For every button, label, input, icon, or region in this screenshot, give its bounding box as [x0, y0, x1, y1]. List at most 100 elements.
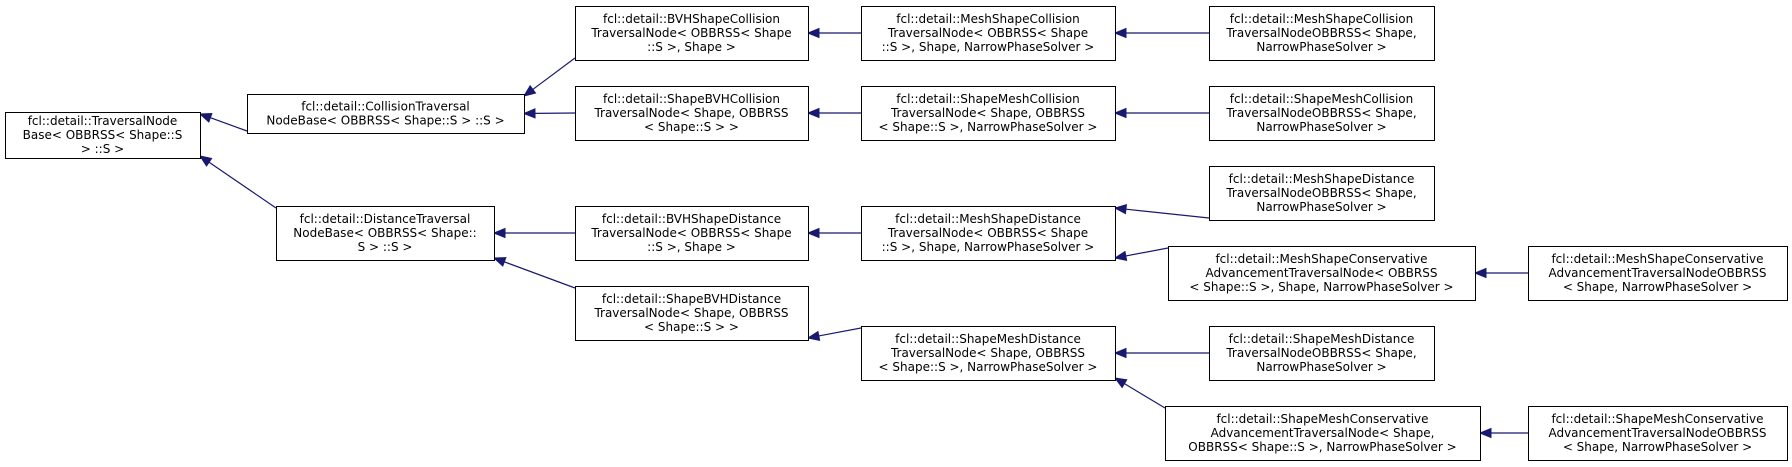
node-label-line: fcl::detail::TraversalNode [28, 114, 178, 128]
node-bvh-shape-distance-traversal-node[interactable]: fcl::detail::BVHShapeDistanceTraversalNo… [575, 206, 809, 261]
node-label-line: < Shape::S > > [644, 120, 739, 134]
node-box [575, 86, 809, 141]
node-shape-bvh-collision-traversal-node[interactable]: fcl::detail::ShapeBVHCollisionTraversalN… [575, 86, 809, 141]
node-label-line: NarrowPhaseSolver > [1256, 120, 1386, 134]
node-box [1168, 246, 1476, 301]
node-label-line: fcl::detail::ShapeMeshCollision [1230, 92, 1413, 106]
inheritance-edge [492, 257, 576, 289]
arrowhead-icon [1113, 27, 1127, 39]
inheritance-edge [198, 155, 277, 209]
node-box [1209, 86, 1435, 141]
node-box [861, 206, 1116, 261]
node-bvh-shape-collision-traversal-node[interactable]: fcl::detail::BVHShapeCollisionTraversalN… [575, 6, 809, 61]
node-box [1165, 406, 1481, 461]
node-collision-traversal-node-base[interactable]: fcl::detail::CollisionTraversalNodeBase<… [247, 94, 525, 134]
node-label-line: TraversalNode< Shape, OBBRSS [890, 106, 1085, 120]
arrowhead-icon [1478, 427, 1492, 439]
node-label-line: TraversalNode< OBBRSS< Shape [887, 226, 1088, 240]
node-box [861, 6, 1116, 61]
arrowhead-icon [492, 257, 507, 267]
arrowhead-icon [1113, 347, 1127, 359]
node-label-line: fcl::detail::ShapeMeshConservative [1216, 412, 1428, 426]
node-label-line: ::S >, Shape > [647, 240, 736, 254]
edge-line [210, 117, 248, 132]
inheritance-edge [1113, 377, 1166, 409]
arrowhead-icon [806, 107, 820, 119]
node-label-line: fcl::detail::MeshShapeCollision [896, 12, 1079, 26]
arrowhead-icon [492, 227, 506, 239]
inheritance-edge [806, 27, 861, 39]
node-box [247, 94, 525, 134]
edge-line [532, 57, 576, 90]
inheritance-edge [806, 107, 861, 119]
node-shape-bvh-distance-traversal-node[interactable]: fcl::detail::ShapeBVHDistanceTraversalNo… [575, 286, 809, 341]
node-label-line: AdvancementTraversalNode< Shape, [1211, 426, 1435, 440]
node-label-line: NarrowPhaseSolver > [1256, 40, 1386, 54]
node-label-line: TraversalNode< Shape, OBBRSS [593, 106, 788, 120]
node-label-line: AdvancementTraversalNode< OBBRSS [1206, 266, 1438, 280]
node-label-line: fcl::detail::DistanceTraversal [300, 212, 471, 226]
node-shape-mesh-distance-traversal-node-obbrss[interactable]: fcl::detail::ShapeMeshDistanceTraversalN… [1209, 326, 1435, 381]
edge-line [1125, 247, 1169, 257]
node-label-line: fcl::detail::MeshShapeDistance [1229, 172, 1415, 186]
arrowhead-icon [522, 108, 536, 119]
inheritance-edge [492, 227, 575, 239]
inheritance-edge [522, 57, 576, 97]
node-label-line: fcl::detail::ShapeMeshConservative [1551, 412, 1763, 426]
arrowhead-icon [1113, 204, 1127, 215]
node-label-line: TraversalNode< OBBRSS< Shape [590, 26, 791, 40]
node-label-line: fcl::detail::MeshShapeDistance [895, 212, 1081, 226]
node-mesh-shape-distance-traversal-node[interactable]: fcl::detail::MeshShapeDistanceTraversalN… [861, 206, 1116, 261]
arrowhead-icon [1113, 107, 1127, 119]
node-box [1209, 166, 1435, 221]
arrowhead-icon [806, 27, 820, 39]
node-box [575, 286, 809, 341]
node-label-line: < Shape::S >, Shape, NarrowPhaseSolver > [1189, 280, 1453, 294]
node-distance-traversal-node-base[interactable]: fcl::detail::DistanceTraversalNodeBase< … [276, 206, 495, 261]
node-box [1209, 326, 1435, 381]
node-label-line: S > ::S > [358, 240, 413, 254]
node-box [276, 206, 495, 261]
inheritance-edge [1473, 267, 1528, 279]
node-label-line: ::S >, Shape > [647, 40, 736, 54]
node-label-line: NarrowPhaseSolver > [1256, 360, 1386, 374]
node-label-line: TraversalNode< OBBRSS< Shape [887, 26, 1088, 40]
node-label-line: < Shape::S >, NarrowPhaseSolver > [879, 360, 1098, 374]
node-label-line: TraversalNodeOBBRSS< Shape, [1225, 346, 1416, 360]
node-label-line: ::S >, Shape, NarrowPhaseSolver > [882, 40, 1095, 54]
node-label-line: < Shape::S >, NarrowPhaseSolver > [879, 120, 1098, 134]
node-label-line: Base< OBBRSS< Shape::S [23, 128, 183, 142]
node-shape-mesh-distance-traversal-node[interactable]: fcl::detail::ShapeMeshDistanceTraversalN… [861, 326, 1116, 381]
arrowhead-icon [198, 112, 213, 123]
arrowhead-icon [1473, 267, 1487, 279]
inheritance-edge [1478, 427, 1528, 439]
inheritance-edge [198, 112, 248, 132]
arrowhead-icon [1113, 250, 1128, 262]
inheritance-edge [1113, 107, 1209, 119]
node-label-line: TraversalNodeOBBRSS< Shape, [1225, 106, 1416, 120]
node-shape-mesh-conservative-advancement-traversal-node-obbrss[interactable]: fcl::detail::ShapeMeshConservativeAdvanc… [1528, 406, 1788, 461]
node-shape-mesh-collision-traversal-node-obbrss[interactable]: fcl::detail::ShapeMeshCollisionTraversal… [1209, 86, 1435, 141]
node-box [861, 86, 1116, 141]
arrowhead-icon [522, 84, 537, 97]
node-shape-mesh-collision-traversal-node[interactable]: fcl::detail::ShapeMeshCollisionTraversal… [861, 86, 1116, 141]
node-label-line: AdvancementTraversalNodeOBBRSS [1548, 426, 1766, 440]
node-label-line: fcl::detail::BVHShapeCollision [603, 12, 780, 26]
node-mesh-shape-conservative-advancement-traversal-node[interactable]: fcl::detail::MeshShapeConservativeAdvanc… [1168, 246, 1476, 301]
node-label-line: < Shape, NarrowPhaseSolver > [1563, 280, 1752, 294]
node-label-line: NarrowPhaseSolver > [1256, 200, 1386, 214]
node-box [575, 6, 809, 61]
node-label-line: fcl::detail::ShapeMeshCollision [896, 92, 1079, 106]
inheritance-edge [806, 327, 862, 342]
node-mesh-shape-collision-traversal-node[interactable]: fcl::detail::MeshShapeCollisionTraversal… [861, 6, 1116, 61]
node-box [575, 206, 809, 261]
inheritance-edge [1113, 347, 1209, 359]
node-mesh-shape-distance-traversal-node-obbrss[interactable]: fcl::detail::MeshShapeDistanceTraversalN… [1209, 166, 1435, 221]
node-mesh-shape-conservative-advancement-traversal-node-obbrss[interactable]: fcl::detail::MeshShapeConservativeAdvanc… [1528, 246, 1788, 301]
node-shape-mesh-conservative-advancement-traversal-node[interactable]: fcl::detail::ShapeMeshConservativeAdvanc… [1165, 406, 1481, 461]
node-label-line: AdvancementTraversalNodeOBBRSS [1548, 266, 1766, 280]
arrowhead-icon [198, 155, 213, 167]
node-mesh-shape-collision-traversal-node-obbrss[interactable]: fcl::detail::MeshShapeCollisionTraversal… [1209, 6, 1435, 61]
